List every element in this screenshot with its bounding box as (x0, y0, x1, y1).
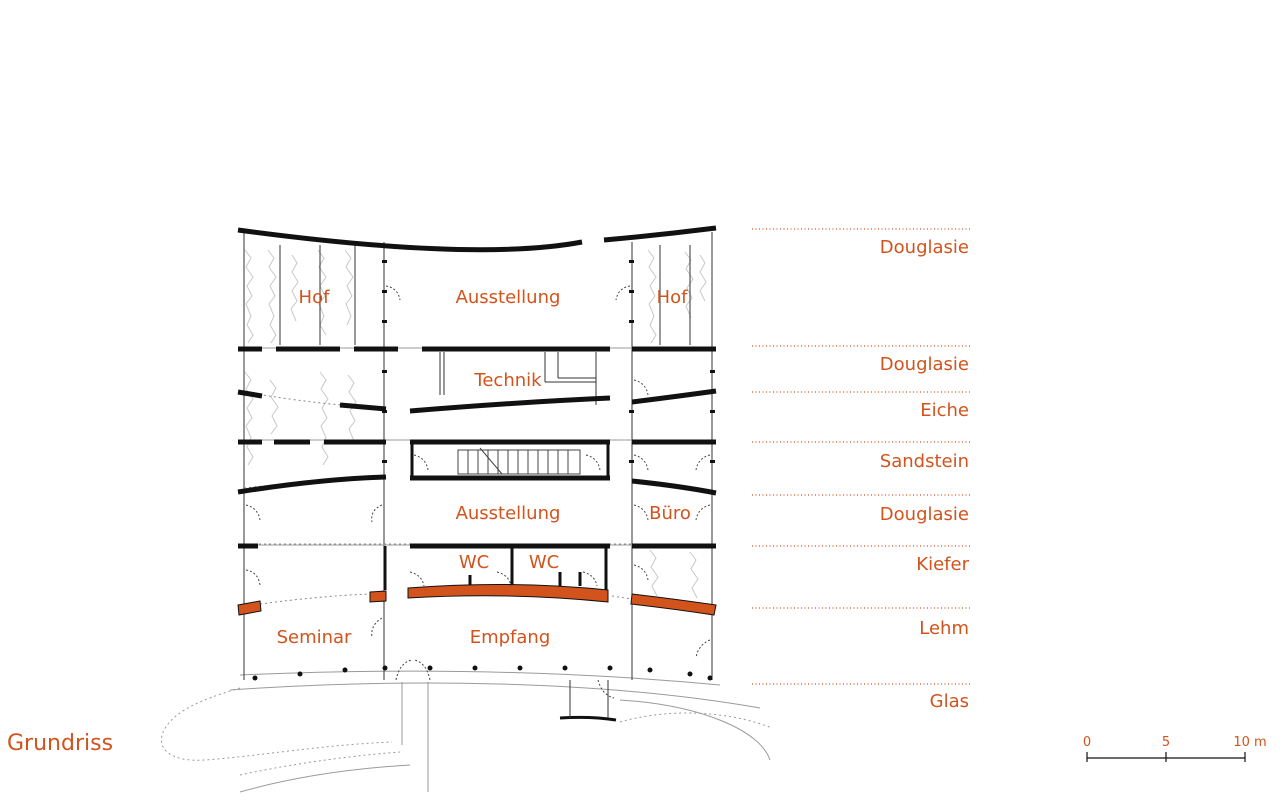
scale-bar-line (1086, 752, 1246, 762)
material-label: Eiche (920, 400, 969, 421)
material-label: Lehm (919, 618, 969, 639)
room-label-ausstellung-mid: Ausstellung (456, 503, 561, 524)
facade-columns (252, 665, 713, 681)
figure-caption: Grundriss (7, 731, 113, 756)
site-outline (160, 687, 773, 776)
scale-tick-label: 5 (1162, 735, 1170, 750)
material-legend: Douglasie Douglasie Eiche Sandstein Doug… (752, 228, 970, 712)
stair (457, 447, 581, 475)
entry-canopy (559, 715, 617, 722)
material-label: Douglasie (880, 504, 969, 525)
room-label-hof-right: Hof (657, 287, 689, 308)
material-label: Glas (930, 691, 969, 712)
room-label-wc-left: WC (459, 552, 489, 573)
room-label-technik: Technik (473, 370, 542, 391)
scale-tick-label: 10 m (1233, 735, 1266, 750)
material-label: Sandstein (880, 451, 969, 472)
heavy-walls (237, 225, 717, 549)
legend-lines (752, 228, 970, 685)
room-labels: Hof Ausstellung Hof Technik Ausstellung … (277, 287, 691, 648)
wc-partitions (383, 442, 610, 590)
room-label-buero: Büro (649, 503, 691, 524)
scale-bar: 0 5 10 m (1083, 735, 1267, 762)
room-label-wc-right: WC (529, 552, 559, 573)
site-lines (229, 670, 771, 793)
material-label: Douglasie (880, 354, 969, 375)
material-label: Douglasie (880, 237, 969, 258)
door-swings (245, 285, 711, 699)
scale-tick-label: 0 (1083, 735, 1091, 750)
wall-ticks (382, 260, 715, 463)
room-label-hof-left: Hof (299, 287, 331, 308)
room-label-seminar: Seminar (277, 627, 352, 648)
clay-walls (237, 583, 717, 616)
material-label: Kiefer (916, 554, 969, 575)
entry-frame (569, 680, 609, 718)
room-label-empfang: Empfang (470, 627, 551, 648)
room-label-ausstellung-top: Ausstellung (456, 287, 561, 308)
